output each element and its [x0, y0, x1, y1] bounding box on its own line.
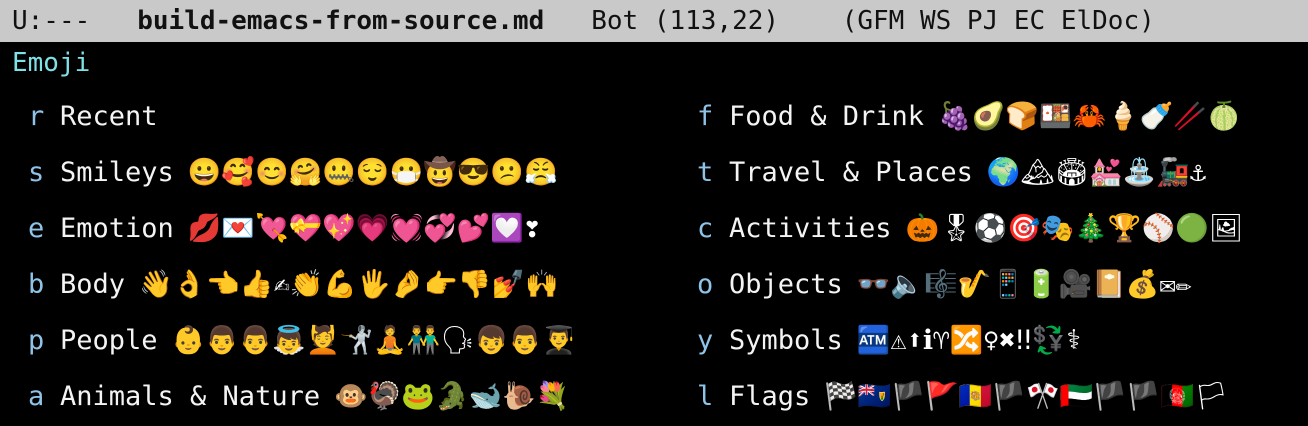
menu-key: y [697, 324, 714, 356]
menu-label: Animals & Nature [60, 380, 321, 412]
emoji-preview: 💋💌💘💝💖💗💓💞💕💟❣ [187, 213, 541, 244]
menu-label: Smileys [60, 156, 174, 188]
menu-key: e [28, 212, 45, 244]
emoji-preview: 🏁🇹🇨🏴🚩🇦🇩🏴🎌🇦🇪🏴🏴🇦🇫🏳 [824, 381, 1229, 412]
menu-item-recent[interactable]: r Recent [28, 88, 576, 144]
menu-item-travel-places[interactable]: t Travel & Places 🌍🏔🏟💒⛲🚂⚓ [697, 144, 1243, 200]
major-minor-modes[interactable]: (GFM WS PJ EC ElDoc) [841, 6, 1155, 36]
cursor-position: Bot (113,22) [591, 6, 780, 36]
menu-item-symbols[interactable]: y Symbols 🏧⚠⬆ℹ♈🔀♀✖‼💱⚕ [697, 312, 1243, 368]
menu-item-animals-nature[interactable]: a Animals & Nature 🐵🦃🐸🐊🐋🐌💐 [28, 368, 576, 424]
menu-item-smileys[interactable]: s Smileys 😀🥰😊🤗🤐😌😷🤠😎😕😤 [28, 144, 576, 200]
menu-label: Food & Drink [729, 100, 925, 132]
menu-label: People [60, 324, 158, 356]
menu-key: f [697, 100, 714, 132]
menu-label: Symbols [729, 324, 843, 356]
mode-line: U:--- build-emacs-from-source.md Bot (11… [0, 0, 1308, 42]
menu-key: b [28, 268, 45, 300]
emoji-preview: 🏧⚠⬆ℹ♈🔀♀✖‼💱⚕ [856, 325, 1082, 356]
menu-item-emotion[interactable]: e Emotion 💋💌💘💝💖💗💓💞💕💟❣ [28, 200, 576, 256]
menu-item-food-drink[interactable]: f Food & Drink 🍇🥑🍞🍱🦀🍦🍼🥢🍈 [697, 88, 1243, 144]
emoji-preview: 😀🥰😊🤗🤐😌😷🤠😎😕😤 [187, 157, 558, 188]
emoji-preview: 🎃🎖⚽🎯🎭🎄🏆⚾🟢🖼 [905, 213, 1244, 244]
emoji-preview: 👋👌👈👍✍👏💪🖐🤌👉👎💅🙌 [139, 269, 559, 300]
menu-item-activities[interactable]: c Activities 🎃🎖⚽🎯🎭🎄🏆⚾🟢🖼 [697, 200, 1243, 256]
menu-key: s [28, 156, 45, 188]
menu-key: o [697, 268, 714, 300]
modeline-status: U:--- [12, 6, 91, 36]
menu-key: t [697, 156, 714, 188]
emoji-preview: 🌍🏔🏟💒⛲🚂⚓ [986, 157, 1207, 188]
menu-label: Body [60, 268, 126, 300]
emoji-preview: 👶👨👨👼💆🤺🧘👬🗣👦👨👨‍🎓 [171, 325, 576, 356]
menu-key: a [28, 380, 45, 412]
menu-key: r [28, 100, 45, 132]
menu-item-people[interactable]: p People 👶👨👨👼💆🤺🧘👬🗣👦👨👨‍🎓 [28, 312, 576, 368]
menu-item-flags[interactable]: l Flags 🏁🇹🇨🏴🚩🇦🇩🏴🎌🇦🇪🏴🏴🇦🇫🏳 [697, 368, 1243, 424]
menu-label: Emotion [60, 212, 174, 244]
emoji-preview: 👓🔈🎼🎷📱🔋🎥📔💰✉✏ [856, 269, 1192, 300]
menu-key: l [697, 380, 714, 412]
menu-key: p [28, 324, 45, 356]
menu-label: Flags [729, 380, 811, 412]
menu-item-objects[interactable]: o Objects 👓🔈🎼🎷📱🔋🎥📔💰✉✏ [697, 256, 1243, 312]
emoji-menu-left-column: r Recent s Smileys 😀🥰😊🤗🤐😌😷🤠😎😕😤 e Emotion… [28, 88, 576, 424]
emoji-preview: 🍇🥑🍞🍱🦀🍦🍼🥢🍈 [938, 101, 1241, 132]
menu-label: Travel & Places [729, 156, 973, 188]
buffer-name[interactable]: build-emacs-from-source.md [137, 6, 545, 36]
emoji-menu-right-column: f Food & Drink 🍇🥑🍞🍱🦀🍦🍼🥢🍈 t Travel & Plac… [697, 88, 1243, 424]
menu-label: Recent [60, 100, 158, 132]
menu-label: Objects [729, 268, 843, 300]
menu-item-body[interactable]: b Body 👋👌👈👍✍👏💪🖐🤌👉👎💅🙌 [28, 256, 576, 312]
menu-label: Activities [729, 212, 892, 244]
menu-key: c [697, 212, 714, 244]
emoji-menu-title: Emoji [12, 48, 91, 78]
emoji-preview: 🐵🦃🐸🐊🐋🐌💐 [334, 381, 570, 412]
